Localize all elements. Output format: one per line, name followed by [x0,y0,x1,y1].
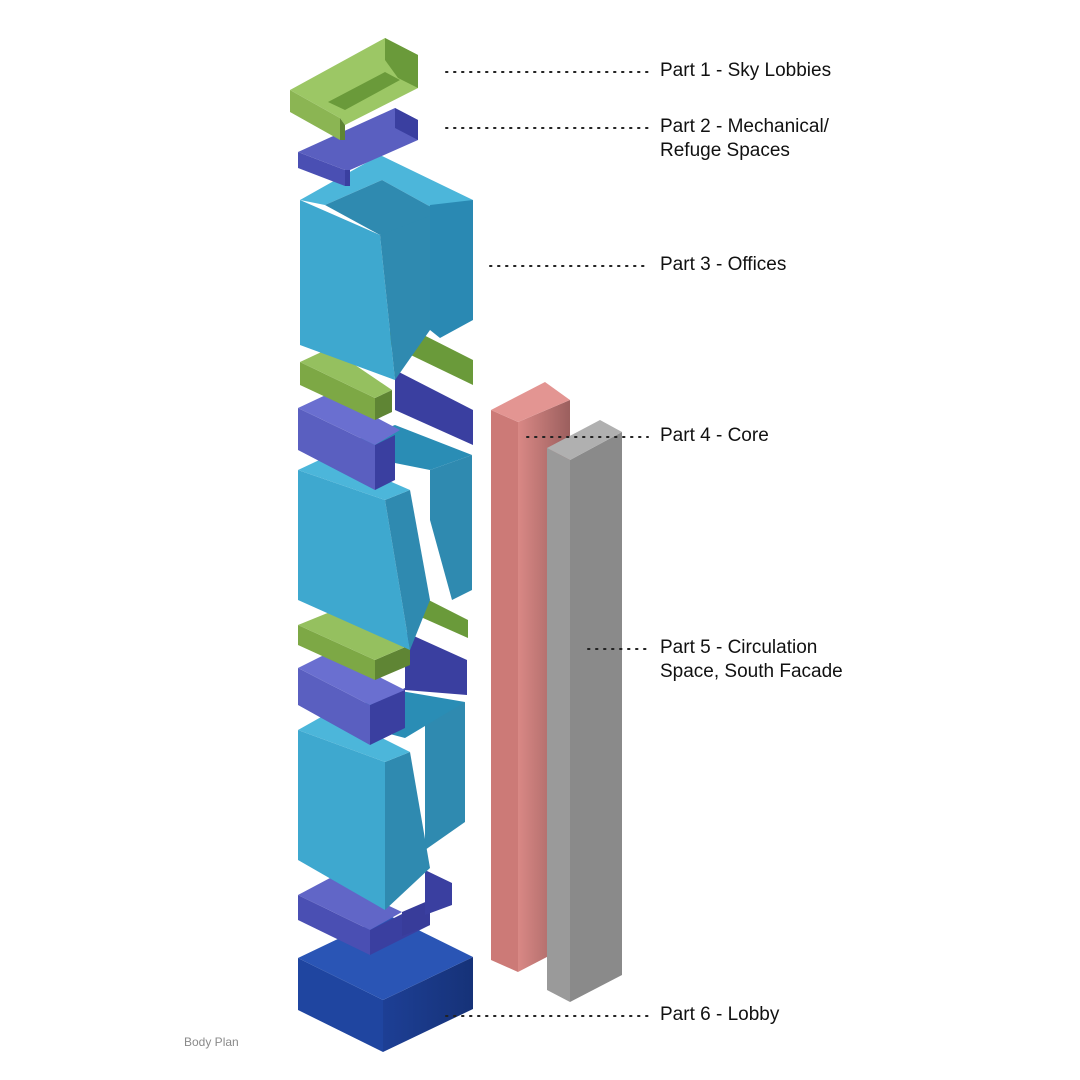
mechanical-floor-middle [298,370,473,490]
office-block-middle [298,425,472,650]
sky-lobby-top [290,38,418,140]
diagram-caption: Body Plan [184,1035,239,1049]
label-part-2: Part 2 - Mechanical/ Refuge Spaces [660,116,829,161]
label-part-6: Part 6 - Lobby [660,1004,780,1025]
mechanical-floor-top [298,108,418,186]
lobby-block [298,915,473,1052]
mechanical-floor-bottom [298,870,452,955]
label-part-1: Part 1 - Sky Lobbies [660,60,832,81]
office-block-upper [300,155,473,380]
label-part-5: Part 5 - Circulation Space, South Facade [660,637,843,682]
circulation-slab [547,420,622,1002]
label-part-3: Part 3 - Offices [660,254,787,275]
mechanical-floor-lower [298,632,467,745]
label-part-4: Part 4 - Core [660,425,769,446]
